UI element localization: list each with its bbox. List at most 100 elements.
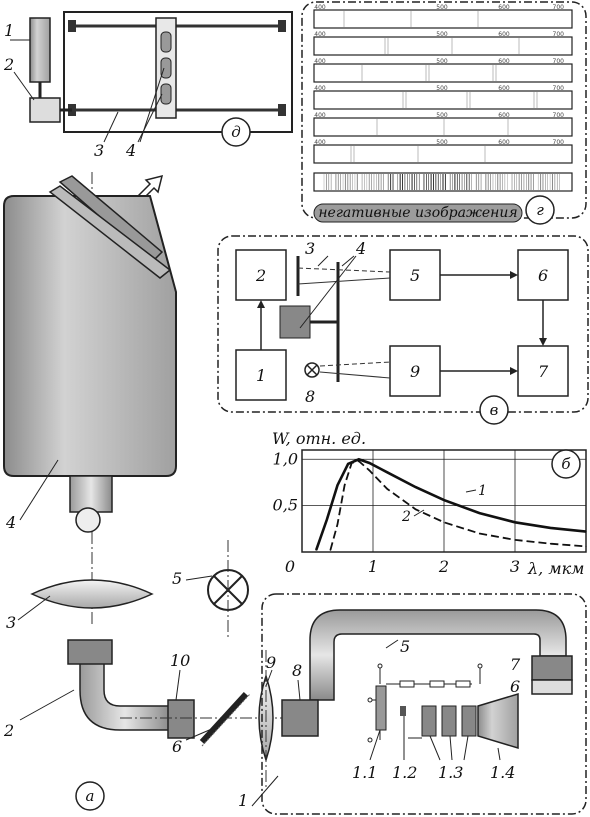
data-point-1 (549, 527, 552, 529)
condenser-lens (30, 579, 154, 609)
panel-g-badge (525, 195, 555, 225)
panel-d: 1 2 3 4 д (3, 11, 293, 160)
spectrogram-strip (313, 117, 573, 137)
entrance-slit-knob (75, 507, 101, 533)
spectrogram-strip (313, 9, 573, 29)
detector (160, 31, 172, 53)
panel-v: 2 1 3 4 5 6 7 8 9 в (217, 235, 589, 425)
wavelength-tick: 600 (498, 85, 510, 92)
label-a-5b: 5 (400, 637, 410, 656)
data-point-1 (386, 471, 388, 473)
label-v-9: 9 (410, 362, 420, 381)
spectrogram-strip (313, 90, 573, 110)
panel-v-letter: в (490, 401, 499, 419)
wavelength-tick: 400 (314, 58, 326, 65)
data-point-1 (358, 458, 360, 460)
gearbox (29, 97, 61, 123)
data-point-2 (386, 488, 388, 490)
connector-8 (281, 699, 319, 737)
label-v-3: 3 (305, 239, 315, 258)
data-point-2 (329, 549, 331, 551)
connector-7 (531, 655, 573, 681)
x-tick-label: 3 (510, 557, 520, 576)
label-d-4: 4 (125, 141, 136, 160)
window-6 (531, 679, 573, 695)
block-1 (235, 349, 287, 401)
panel-g-caption: негативные изображения (318, 205, 517, 221)
rail-stop (278, 104, 286, 116)
label-a-4: 4 (5, 513, 16, 532)
panel-a-badge (75, 781, 105, 811)
leader-line (137, 93, 163, 143)
data-point-1 (585, 531, 587, 533)
rail-stop (68, 20, 76, 32)
wavelength-tick: 500 (436, 58, 448, 65)
label-d-1: 1 (4, 21, 14, 40)
panel-d-letter: д (231, 123, 241, 141)
data-point-1 (415, 486, 417, 488)
panel-b-letter: б (561, 455, 571, 473)
wavelength-tick: 400 (314, 112, 326, 119)
wavelength-tick: 500 (436, 139, 448, 146)
label-v-8: 8 (305, 387, 315, 406)
entrance-tube (69, 475, 113, 513)
label-a-1-3: 1.3 (438, 763, 463, 782)
panel-g-letter: г (536, 201, 544, 219)
y-tick-label: 0,5 (273, 496, 298, 515)
panel-d-badge (221, 117, 251, 147)
wavelength-tick: 700 (553, 85, 565, 92)
data-point-2 (514, 539, 516, 541)
data-point-1 (347, 463, 349, 465)
spectrograph-housing (3, 195, 177, 477)
cathode-1-1 (375, 685, 387, 731)
data-point-2 (549, 543, 552, 545)
label-v-5: 5 (410, 266, 420, 285)
panel-b-badge (551, 449, 581, 479)
wavelength-tick: 700 (553, 139, 565, 146)
label-a-1-1: 1.1 (352, 763, 377, 782)
wavelength-tick: 700 (553, 112, 565, 119)
data-point-1 (514, 521, 516, 523)
chart-series (314, 457, 587, 551)
data-point-2 (415, 508, 417, 510)
motor (29, 17, 51, 83)
dynode (421, 705, 437, 737)
data-point-2 (344, 484, 346, 486)
rail-stop (278, 20, 286, 32)
label-a-10: 10 (170, 651, 190, 670)
spectrogram-strip (313, 144, 573, 164)
detector-unit-1 (261, 593, 587, 815)
data-point-1 (315, 549, 317, 551)
dynode (461, 705, 477, 737)
label-a-7: 7 (510, 655, 521, 674)
label-a-8: 8 (292, 661, 302, 680)
wavelength-tick: 600 (498, 139, 510, 146)
panel-v-badge (479, 395, 509, 425)
light-guide-2 (79, 661, 171, 731)
data-point-1 (336, 484, 339, 486)
label-d-2: 2 (3, 55, 14, 74)
light-guide-head (67, 639, 113, 665)
data-point-1 (478, 512, 481, 514)
wavelength-tick: 400 (314, 85, 326, 92)
data-point-2 (336, 523, 339, 525)
film-cassette-plate (48, 185, 172, 279)
label-v-4: 4 (355, 239, 366, 258)
wavelength-tick: 500 (436, 31, 448, 38)
wavelength-tick: 600 (498, 112, 510, 119)
wavelength-tick: 600 (498, 58, 510, 65)
wavelength-tick: 600 (498, 4, 510, 11)
wavelength-tick: 400 (314, 139, 326, 146)
panel-d-frame (63, 11, 293, 133)
data-point-2 (585, 545, 587, 548)
connector-10 (167, 699, 195, 739)
series-label-2: 2 (401, 509, 411, 525)
chart-ylabel: W, отн. ед. (272, 429, 366, 448)
wavelength-tick: 400 (314, 31, 326, 38)
label-v-6: 6 (538, 266, 548, 285)
label-a-1-2: 1.2 (392, 763, 417, 782)
label-d-3: 3 (94, 141, 104, 160)
